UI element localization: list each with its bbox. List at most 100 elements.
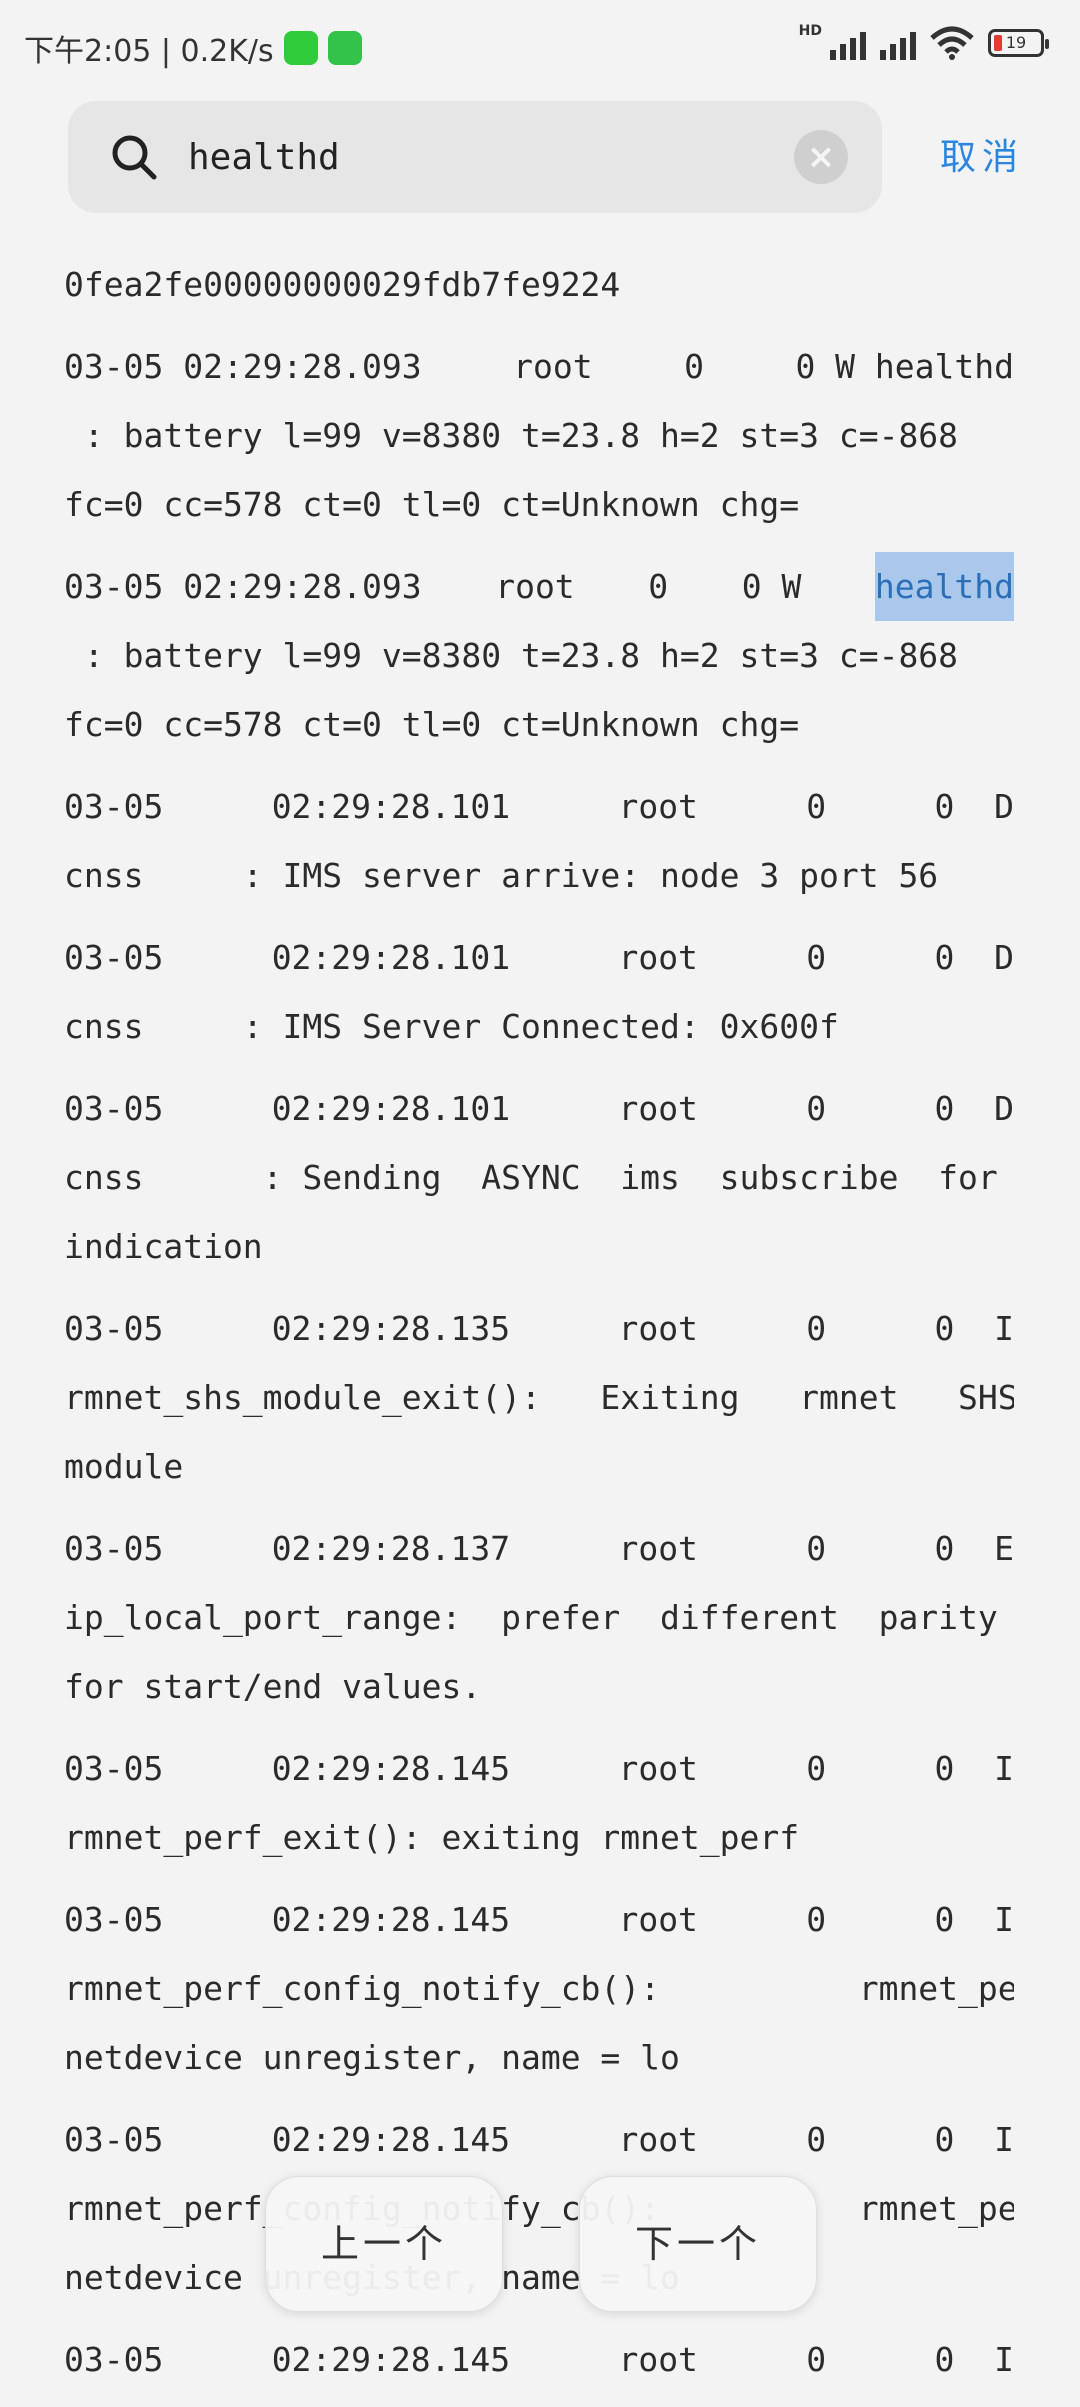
log-entry-header: 03-05 02:29:28.101 root 0 0 D bbox=[64, 923, 1014, 992]
log-field: 0 W healthd bbox=[795, 347, 1014, 386]
log-view[interactable]: 0fea2fe00000000029fdb7fe9224 03-05 02:29… bbox=[64, 250, 1014, 2407]
security-shield-icon bbox=[327, 31, 362, 65]
search-match-highlight: healthd bbox=[874, 552, 1014, 621]
log-field: 03-05 02:29:28.093 bbox=[64, 567, 422, 606]
wechat-notification-icon bbox=[283, 31, 318, 65]
log-field: 03-05 bbox=[64, 1529, 164, 1568]
log-field: 0 W bbox=[741, 567, 802, 606]
log-field: root bbox=[513, 347, 593, 386]
log-field: root bbox=[618, 2340, 698, 2379]
log-field: 0 bbox=[806, 2340, 827, 2379]
log-field: 03-05 bbox=[64, 2340, 164, 2379]
log-field: 0 D bbox=[934, 1089, 1014, 1128]
log-field: root bbox=[618, 2120, 698, 2159]
log-field: 0 bbox=[806, 938, 827, 977]
log-field: 0 I bbox=[934, 2340, 1014, 2379]
log-field: 0 bbox=[806, 787, 827, 826]
log-line: fc=0 cc=578 ct=0 tl=0 ct=Unknown chg= bbox=[64, 705, 800, 744]
log-field: 03-05 02:29:28.093 bbox=[64, 347, 422, 386]
log-field: root bbox=[618, 1900, 698, 1939]
log-field: 02:29:28.135 bbox=[271, 1309, 511, 1348]
search-input[interactable] bbox=[188, 127, 828, 187]
log-field: 0 bbox=[648, 567, 669, 606]
log-field: 0 I bbox=[934, 1749, 1014, 1788]
log-field: root bbox=[495, 567, 575, 606]
log-field: 02:29:28.145 bbox=[271, 2120, 511, 2159]
log-entry: 03-05 02:29:28.145 root 0 0 I rmnet_perf_conf… bbox=[64, 1885, 1014, 2092]
log-line: rmnet_perf_config_notify_cb(): rmnet_per… bbox=[64, 1969, 1014, 2008]
log-line: : battery l=99 v=8380 t=23.8 h=2 st=3 c=… bbox=[64, 416, 959, 455]
log-line: cnss : Sending ASYNC ims subscribe for bbox=[64, 1158, 998, 1197]
next-match-button[interactable]: 下一个 bbox=[579, 2176, 817, 2312]
search-icon bbox=[112, 135, 157, 180]
log-line: rmnet_perf_config_notify_cb(): rmnet_per… bbox=[64, 2189, 1014, 2228]
battery-icon: 19 bbox=[988, 29, 1049, 57]
log-field: 03-05 bbox=[64, 1749, 164, 1788]
log-line: cnss : IMS Server Connected: 0x600f bbox=[64, 1007, 839, 1046]
cancel-button[interactable]: 取消 bbox=[940, 137, 1025, 178]
log-entry: 03-05 02:29:28.101 root 0 0 D cnss : IMS Serv… bbox=[64, 923, 1014, 1061]
log-line: for start/end values. bbox=[64, 1667, 482, 1706]
log-field: 02:29:28.101 bbox=[271, 938, 511, 977]
clear-search-button[interactable]: × bbox=[794, 130, 848, 184]
log-field: 0 bbox=[806, 1309, 827, 1348]
status-left: 下午2:05 | 0.2K/s bbox=[24, 26, 362, 70]
log-line: rmnet_perf_exit(): exiting rmnet_perf bbox=[64, 1818, 800, 1857]
log-line: netdevice unregister, name = lo bbox=[64, 2038, 680, 2077]
log-line: rmnet_shs_module_exit(): Exiting rmnet S… bbox=[64, 1378, 1014, 1417]
wifi-icon bbox=[930, 26, 974, 60]
log-field: 0 D bbox=[934, 938, 1014, 977]
log-entry: 03-05 02:29:28.145 root 0 0 I bbox=[64, 2325, 1014, 2394]
log-field: root bbox=[618, 938, 698, 977]
log-line: indication bbox=[64, 1227, 263, 1266]
log-entry-header: 03-05 02:29:28.145 root 0 0 I bbox=[64, 2325, 1014, 2394]
log-field: root bbox=[618, 1529, 698, 1568]
log-field: 0 I bbox=[934, 2120, 1014, 2159]
previous-match-button[interactable]: 上一个 bbox=[265, 2176, 503, 2312]
log-field: 0 bbox=[806, 1089, 827, 1128]
hd-badge: HD bbox=[798, 23, 822, 39]
search-box[interactable]: × bbox=[68, 101, 882, 213]
log-field: 02:29:28.145 bbox=[271, 2340, 511, 2379]
log-field: 03-05 bbox=[64, 1309, 164, 1348]
log-line: module bbox=[64, 1447, 184, 1486]
log-field: root bbox=[618, 1749, 698, 1788]
log-field: 03-05 bbox=[64, 938, 164, 977]
log-field: 02:29:28.101 bbox=[271, 787, 511, 826]
log-entry-header: 03-05 02:29:28.101 root 0 0 D bbox=[64, 772, 1014, 841]
status-right: HD 19 bbox=[798, 23, 1049, 60]
log-entry: 03-05 02:29:28.101 root 0 0 D cnss : IMS serv… bbox=[64, 772, 1014, 910]
log-field: 0 D bbox=[934, 787, 1014, 826]
time-and-speed: 下午2:05 | 0.2K/s bbox=[24, 34, 274, 69]
log-field: 03-05 bbox=[64, 1900, 164, 1939]
log-entries: 03-05 02:29:28.093 root 0 0 W healthd : bat… bbox=[64, 332, 1014, 2394]
log-line: ip_local_port_range: prefer different pa… bbox=[64, 1598, 998, 1637]
log-field: root bbox=[618, 1089, 698, 1128]
log-field: 02:29:28.145 bbox=[271, 1749, 511, 1788]
log-line: fc=0 cc=578 ct=0 tl=0 ct=Unknown chg= bbox=[64, 485, 800, 524]
signal-strength-icon-2 bbox=[880, 26, 916, 60]
log-line: netdevice unregister, name = lo bbox=[64, 2258, 680, 2297]
log-field: 0 E bbox=[934, 1529, 1014, 1568]
log-field: 03-05 bbox=[64, 787, 164, 826]
log-field: 02:29:28.145 bbox=[271, 1900, 511, 1939]
log-field: 0 bbox=[806, 1900, 827, 1939]
log-field: root bbox=[618, 787, 698, 826]
signal-strength-icon bbox=[830, 26, 866, 60]
log-field: 0 I bbox=[934, 1900, 1014, 1939]
log-field: 0 bbox=[806, 1749, 827, 1788]
log-line: cnss : IMS server arrive: node 3 port 56 bbox=[64, 856, 939, 895]
log-field: 02:29:28.101 bbox=[271, 1089, 511, 1128]
log-field: 02:29:28.137 bbox=[271, 1529, 511, 1568]
log-entry-header: 03-05 02:29:28.093 root 0 0 W healthd bbox=[64, 552, 1014, 621]
